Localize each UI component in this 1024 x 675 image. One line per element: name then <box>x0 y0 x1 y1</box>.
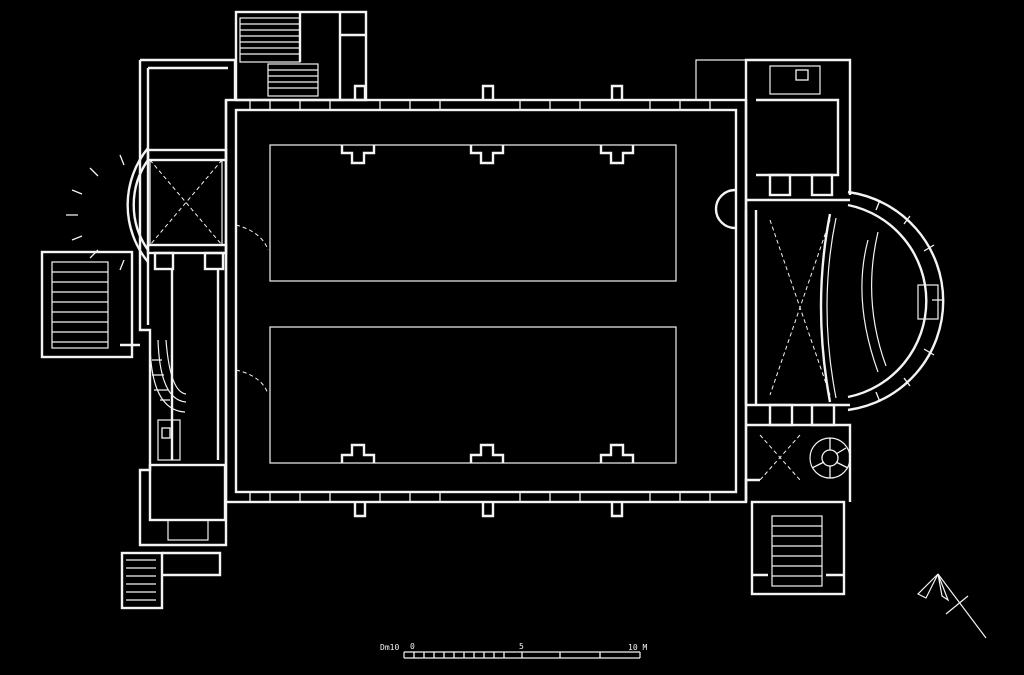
scale-label-mid: 5 <box>519 642 524 651</box>
north-arrow-icon <box>916 573 987 639</box>
west-external-stair <box>40 250 140 359</box>
east-apse-stage <box>847 190 945 412</box>
southwest-external-stair <box>120 551 222 610</box>
west-spiral-stair <box>149 339 187 413</box>
west-apse <box>66 147 149 271</box>
northwest-stair-tower <box>234 10 368 102</box>
main-hall <box>224 84 748 518</box>
scale-bar: Dm10 0 5 10 M <box>380 642 647 659</box>
scale-label-start: Dm10 <box>380 643 399 652</box>
scale-label-zero: 0 <box>410 642 415 651</box>
southeast-stair-tower <box>750 500 846 596</box>
inner-court-lower <box>269 326 677 464</box>
inner-court-upper <box>269 144 677 282</box>
scale-label-end: 10 M <box>628 643 647 652</box>
west-wing <box>138 58 269 547</box>
east-wing <box>695 58 852 502</box>
east-spiral-stair <box>809 437 851 479</box>
